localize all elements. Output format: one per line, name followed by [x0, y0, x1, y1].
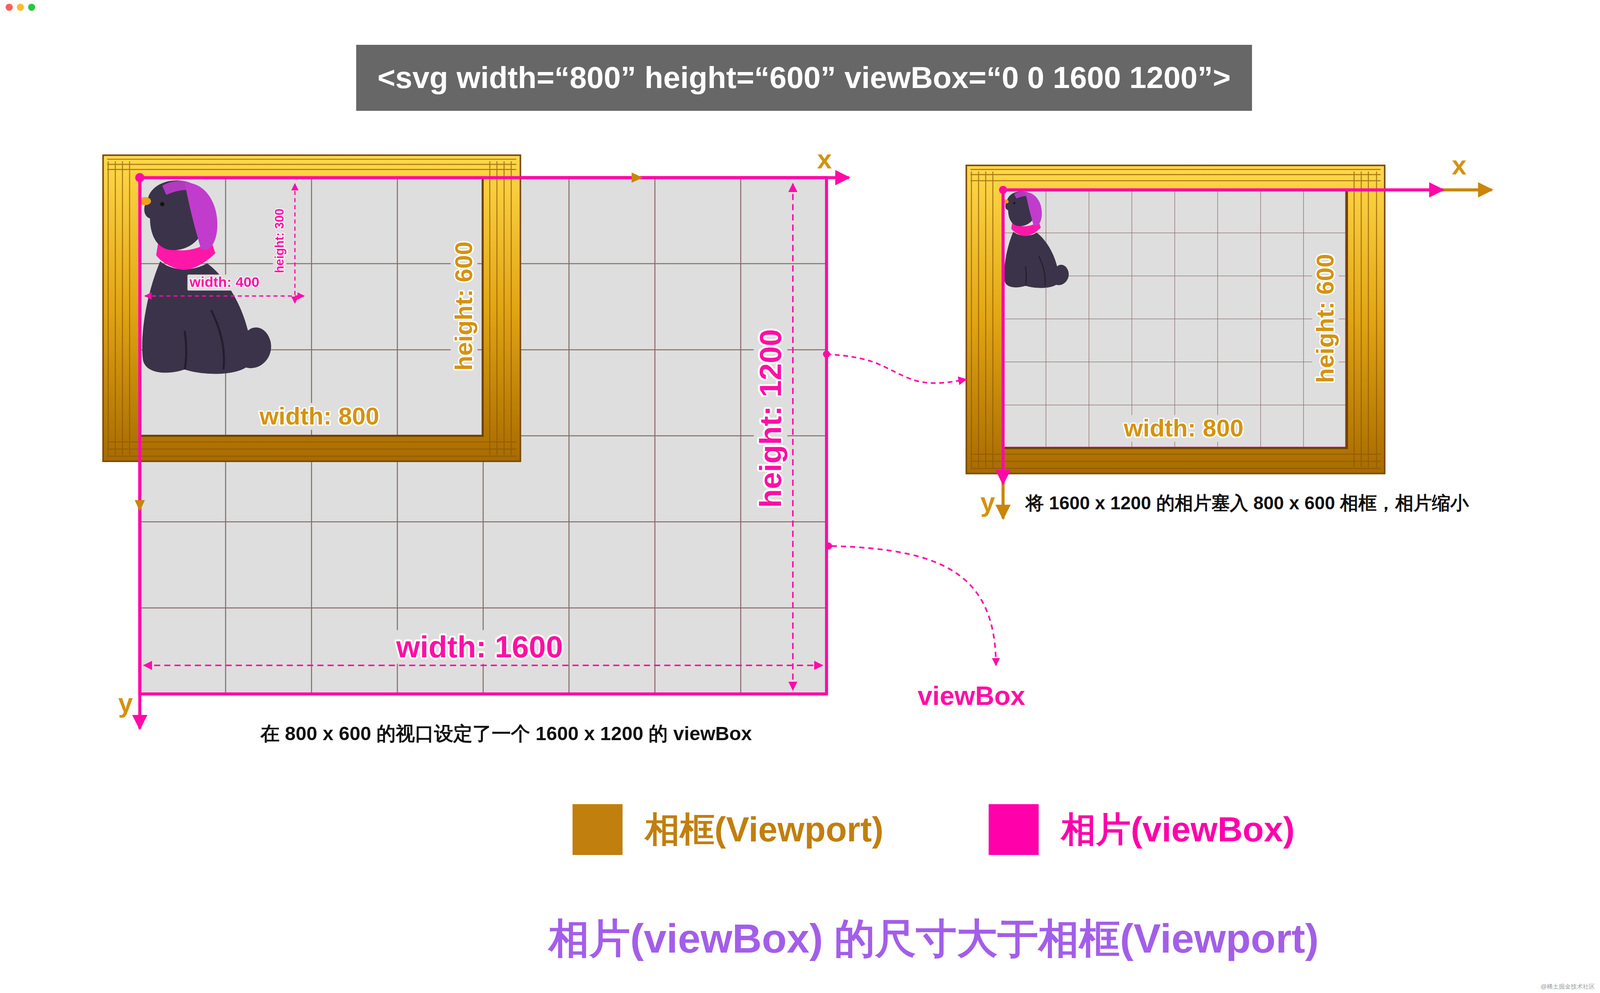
title-bar: <svg width=“800” height=“600” viewBox=“0…	[356, 44, 1253, 111]
right-y-axis	[1001, 190, 1005, 485]
left-y-axis	[138, 177, 142, 729]
watermark: @稀土掘金技术社区	[1540, 983, 1596, 991]
left-frame	[103, 155, 521, 462]
dimension-line-400	[144, 295, 305, 297]
viewbox-leader-dot	[825, 542, 833, 550]
callout-label: viewBox	[917, 681, 1026, 711]
caption-note: 在 800 x 600 的视口设定了一个 1600 x 1200 的 viewB…	[260, 722, 753, 745]
axis-name: y	[118, 688, 133, 718]
right-photo	[1002, 190, 1347, 449]
width-dimension: width: 800	[255, 402, 383, 430]
width-dimension: width: 800	[1120, 414, 1248, 442]
caption-text: 相片(viewBox) 的尺寸大于相框(Viewport)	[548, 916, 1319, 962]
viewbox-photo: height: 1200 width: 1600	[139, 177, 827, 694]
left-frame-inner-edge	[139, 177, 483, 436]
window-dot-red	[5, 3, 13, 11]
right-x-axis	[1003, 188, 1443, 192]
legend-text: 相框(Viewport)	[644, 810, 884, 849]
height-dimension: height: 600	[450, 237, 478, 375]
axis-name: y	[980, 487, 996, 517]
legend-entry: 相框(Viewport)	[572, 804, 884, 856]
left-origin-dot	[135, 173, 145, 183]
left-y-gold-arrow	[134, 500, 146, 512]
title-text: <svg width=“800” height=“600” viewBox=“0…	[377, 60, 1231, 95]
left-frame-outer-edge	[103, 155, 521, 462]
dimension-label: height: 300	[272, 206, 287, 276]
axis-name: x	[1451, 150, 1467, 181]
legend-swatch	[988, 804, 1039, 856]
right-y-axis-gold	[1001, 190, 1005, 519]
window-dot-green	[28, 3, 36, 11]
dimension-line-1600	[144, 664, 823, 667]
width-dimension: width: 1600	[391, 630, 568, 664]
viewbox-leader-line	[831, 546, 997, 666]
left-photo	[138, 177, 827, 694]
legend-swatch	[572, 804, 623, 856]
right-origin-dot	[999, 185, 1008, 194]
left-x-axis	[139, 176, 850, 180]
right-frame-inner-edge	[1003, 190, 1347, 449]
left-x-gold-arrow	[631, 172, 643, 183]
caption-note: 将 1600 x 1200 的相片塞入 800 x 600 相框，相片缩小	[1025, 492, 1469, 513]
height-dimension: height: 1200	[753, 324, 787, 513]
dashed-connector	[826, 354, 967, 383]
dimension-line-300	[294, 183, 296, 303]
left-frame-grooves	[107, 159, 517, 457]
right-frame-outer-edge	[966, 165, 1385, 474]
right-viewbox-border	[1003, 190, 1347, 449]
dimension-label: width: 400	[187, 274, 262, 291]
legend-text: 相片(viewBox)	[1061, 810, 1295, 849]
dimension-line-1200	[792, 183, 794, 690]
axis-name: x	[817, 144, 832, 174]
height-dimension: height: 600	[1311, 250, 1339, 387]
connector-start-dot	[823, 350, 831, 358]
legend-entry: 相片(viewBox)	[988, 804, 1295, 856]
right-frame	[966, 165, 1385, 474]
left-viewbox-border	[139, 177, 827, 694]
viewport-frame: height: 600 width: 800	[103, 155, 521, 462]
viewport-frame: height: 600 width: 800	[966, 165, 1385, 474]
right-frame-grooves	[970, 169, 1381, 469]
right-x-axis-gold	[1433, 188, 1492, 192]
window-dot-yellow	[16, 3, 25, 11]
